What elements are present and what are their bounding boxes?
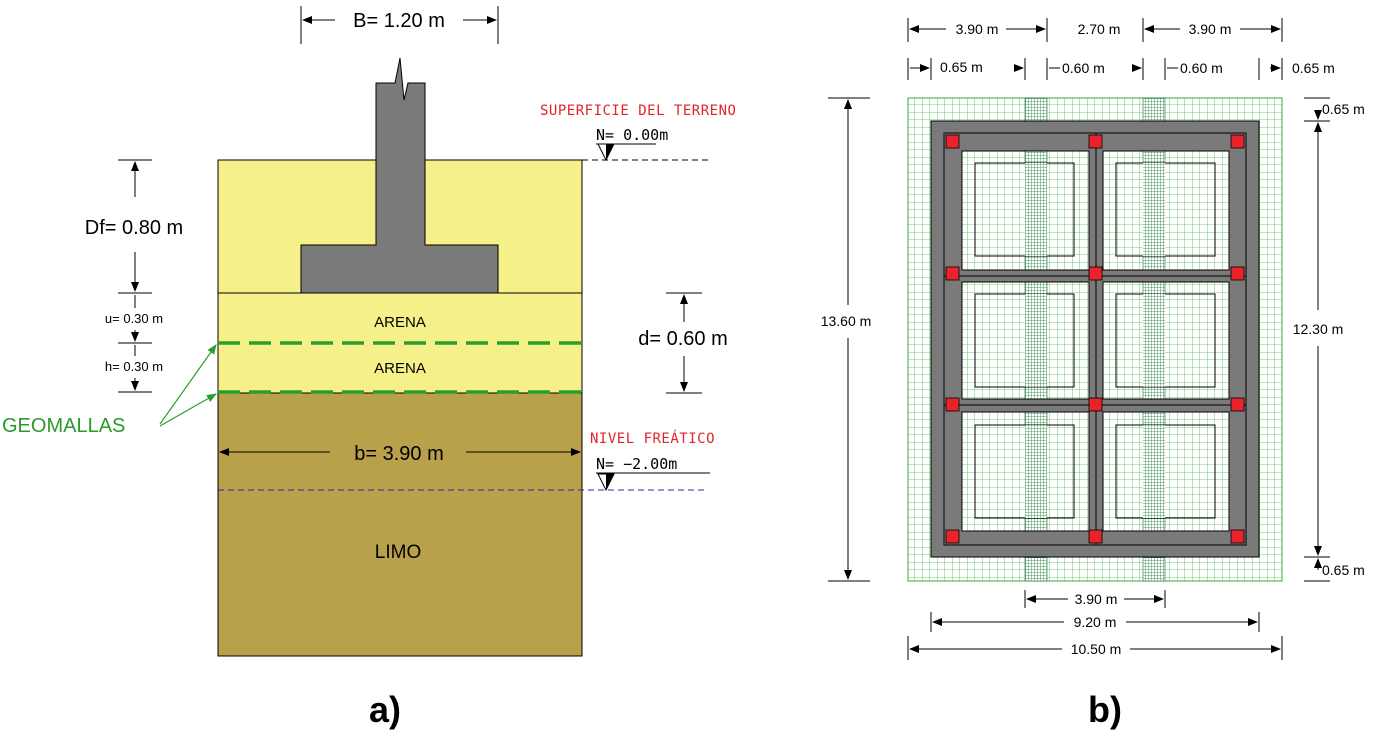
dim-bottom-2: 9.20 m — [1074, 614, 1117, 630]
layer-arena-upper: ARENA — [374, 314, 426, 331]
plan-columns — [945, 134, 1245, 544]
geogrid-label: GEOMALLAS — [2, 415, 125, 437]
water-table-label: NIVEL FREÁTICO — [590, 430, 715, 447]
dim-right-bottom: 0.65 m — [1322, 562, 1365, 578]
dim-small-1: 0.65 m — [940, 59, 983, 75]
panel-a-section: B= 1.20 m Df= 0.80 m u= 0.30 m h= 0.30 m… — [2, 6, 736, 730]
water-level-value: N= −2.00m — [596, 455, 677, 473]
ground-level-value: N= 0.00m — [596, 126, 668, 144]
silt-layer — [217, 392, 583, 657]
dim-h: h= 0.30 m — [105, 359, 163, 374]
plan-openings — [974, 162, 1216, 519]
dim-small-4: 0.65 m — [1292, 60, 1335, 76]
dim-top-1: 3.90 m — [956, 21, 999, 37]
dim-right-height: 12.30 m — [1293, 321, 1344, 337]
dim-Df: Df= 0.80 m — [85, 217, 183, 239]
dim-top-2: 2.70 m — [1078, 21, 1121, 37]
dim-left-height: 13.60 m — [821, 313, 872, 329]
layer-arena-lower: ARENA — [374, 360, 426, 377]
dim-u: u= 0.30 m — [105, 311, 163, 326]
dim-right-top: 0.65 m — [1322, 101, 1365, 117]
dim-bottom-3: 10.50 m — [1071, 641, 1122, 657]
dim-bottom-1: 3.90 m — [1075, 591, 1118, 607]
panel-b-label: b) — [1088, 689, 1122, 730]
layer-limo: LIMO — [375, 542, 421, 563]
dim-B: B= 1.20 m — [353, 10, 445, 32]
footing — [300, 57, 499, 294]
dim-small-2: 0.60 m — [1062, 60, 1105, 76]
ground-surface-label: SUPERFICIE DEL TERRENO — [540, 103, 736, 119]
dim-top-3: 3.90 m — [1189, 21, 1232, 37]
dim-small-3: 0.60 m — [1180, 60, 1223, 76]
panel-b-plan: 3.90 m 2.70 m 3.90 m 0.65 m 0.60 m 0.60 … — [821, 18, 1365, 730]
dim-b: b= 3.90 m — [354, 443, 444, 465]
panel-a-label: a) — [369, 689, 401, 730]
dim-d: d= 0.60 m — [638, 328, 728, 350]
